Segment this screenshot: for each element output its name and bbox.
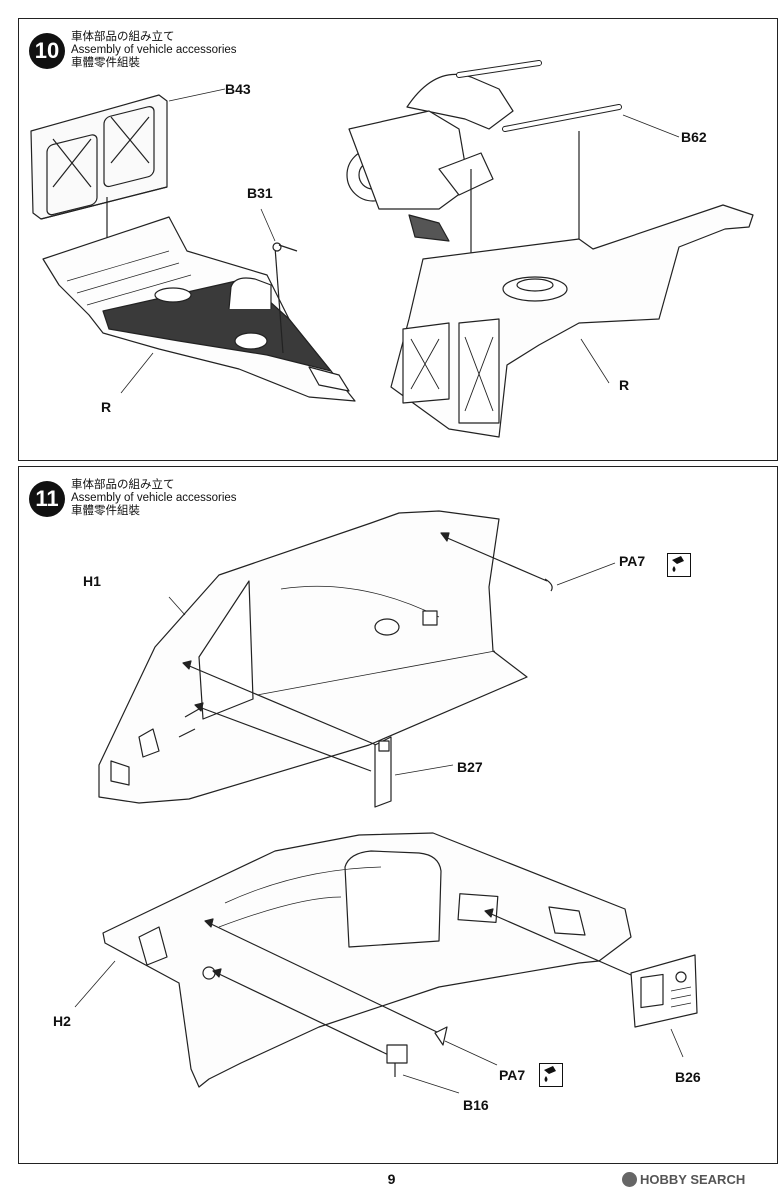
hobby-search-logo-icon — [622, 1172, 637, 1187]
label-r-left: R — [101, 399, 112, 415]
step-10-panel: 10 車体部品の組み立て Assembly of vehicle accesso… — [18, 18, 778, 461]
step-title-ja: 車体部品の組み立て — [71, 31, 175, 43]
step-11-panel: 11 車体部品の組み立て Assembly of vehicle accesso… — [18, 466, 778, 1164]
label-b62: B62 — [681, 129, 707, 145]
step-10-illustration — [30, 60, 754, 438]
step-11-illustration — [74, 510, 698, 1094]
label-r-right: R — [619, 377, 630, 393]
watermark-text: HOBBY SEARCH — [640, 1172, 746, 1187]
step-title-ja: 車体部品の組み立て — [71, 479, 175, 491]
page-number: 9 — [387, 1171, 396, 1187]
step-title-zh: 車體零件組裝 — [71, 57, 140, 69]
part-b62-drawing — [346, 60, 622, 242]
label-pa7-top: PA7 — [619, 553, 646, 569]
paint-drop-icon — [667, 553, 691, 577]
part-b16-drawing — [386, 1044, 408, 1077]
label-h2: H2 — [53, 1013, 71, 1029]
part-h1-drawing — [98, 510, 528, 804]
step-title-zh: 車體零件組裝 — [71, 505, 140, 517]
part-b31-drawing — [272, 242, 298, 354]
label-b43: B43 — [225, 81, 251, 97]
part-h2-drawing — [102, 832, 632, 1088]
label-b16: B16 — [463, 1097, 489, 1113]
step-title-block: 車体部品の組み立て Assembly of vehicle accessorie… — [71, 31, 237, 70]
label-b27: B27 — [457, 759, 483, 775]
part-r-left-drawing — [42, 216, 356, 402]
step-title-en: Assembly of vehicle accessories — [71, 44, 237, 56]
label-h1: H1 — [83, 573, 101, 589]
paint-drop-icon — [539, 1063, 563, 1087]
part-b27-drawing — [374, 736, 392, 808]
part-b26-drawing — [630, 954, 698, 1028]
label-b31: B31 — [247, 185, 273, 201]
step-title-en: Assembly of vehicle accessories — [71, 492, 237, 504]
label-pa7-bottom: PA7 — [499, 1067, 526, 1083]
step-number-badge: 10 — [29, 33, 65, 69]
watermark: HOBBY SEARCH — [622, 1172, 745, 1187]
part-r-right-drawing — [390, 204, 754, 438]
label-b26: B26 — [675, 1069, 701, 1085]
step-title-block: 車体部品の組み立て Assembly of vehicle accessorie… — [71, 479, 237, 518]
step-number-badge: 11 — [29, 481, 65, 517]
part-b43-drawing — [30, 94, 168, 220]
